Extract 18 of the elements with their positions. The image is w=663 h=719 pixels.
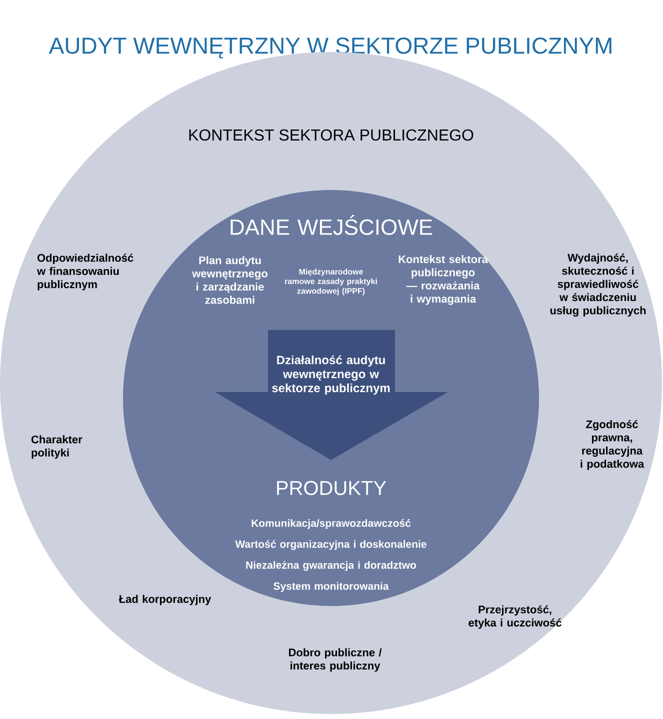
circle-label: Plan audytu wewnętrznego i zarządzanie zasobami — [192, 256, 268, 304]
circle-label: Międzynarodowe ramowe zasady praktyki zawodowej (IPPF) — [285, 268, 377, 296]
ring-label: Dobro publiczne / interes publiczny — [289, 648, 382, 672]
circle-label: DANE WEJŚCIOWE — [230, 215, 432, 235]
ring-label: Przejrzystość, etyka i uczciwość — [468, 605, 562, 629]
ring-label: Zgodność prawna, regulacyjna i podatkowa — [580, 420, 644, 470]
ring-heading: KONTEKST SEKTORA PUBLICZNEGO — [189, 129, 474, 141]
circle-label: PRODUKTY — [277, 480, 386, 496]
circle-label: Niezależna gwarancja i doradztwo — [246, 561, 416, 571]
circle-label: Komunikacja/sprawozdawczość — [252, 519, 411, 529]
ring-label: Odpowiedzialność w finansowaniu publicznym — [36, 254, 134, 290]
ring-label: Wydajność, skuteczność i sprawiedliwość w świadczeniu usług publicznych — [550, 253, 646, 317]
circle-label: Wartość organizacyjna i doskonalenie — [235, 540, 426, 550]
ring-label: Charakter polityki — [31, 435, 82, 459]
circle-label: System monitorowania — [274, 582, 389, 592]
circle-label: Kontekst sektora publicznego — rozważania i wymagania — [398, 255, 488, 305]
ring-label: Ład korporacyjny — [118, 594, 212, 606]
title: AUDYT WEWNĘTRZNY W SEKTORZE PUBLICZNYM — [48, 38, 612, 58]
